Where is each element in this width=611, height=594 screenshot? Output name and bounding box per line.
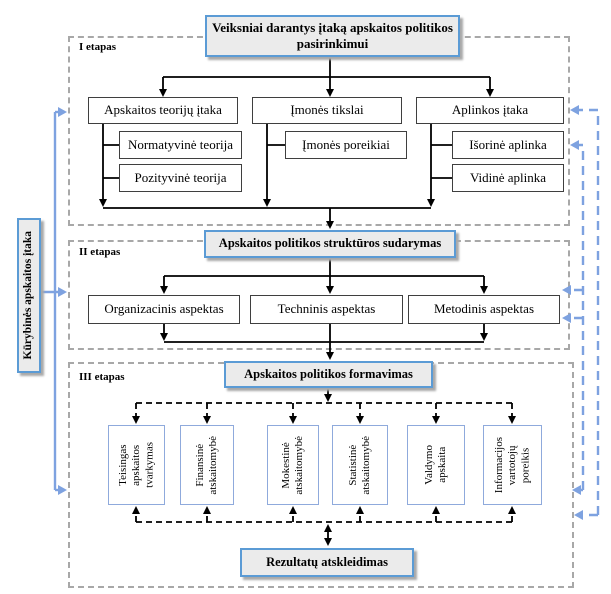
box-label: Apskaitos teorijų įtaka — [104, 102, 222, 118]
result-box-label: Rezultatų atskleidimas — [266, 554, 388, 569]
box-vidine-aplinka: Vidinė aplinka — [452, 164, 564, 192]
side-box: Kūrybinės apskaitos įtaka — [17, 218, 41, 373]
box-normatyvine-teorija: Normatyvinė teorija — [119, 131, 242, 159]
side-box-label: Kūrybinės apskaitos įtaka — [22, 231, 35, 360]
box-statistine-atskaitomybe: Statistinė atskaitomybė — [332, 425, 388, 505]
box-label: Normatyvinė teorija — [127, 136, 234, 152]
box-pozityvine-teorija: Pozityvinė teorija — [119, 164, 242, 192]
box-label: Valdymo apskaita — [422, 445, 448, 485]
stage3-header-box: Apskaitos politikos formavimas — [224, 361, 433, 388]
box-isorine-aplinka: Išorinė aplinka — [452, 131, 564, 159]
title-box: Veiksniai darantys įtaką apskaitos polit… — [205, 15, 460, 57]
box-label: Aplinkos įtaka — [451, 102, 529, 118]
black-flow-lines — [102, 57, 491, 540]
box-label: Įmonės tikslai — [290, 102, 364, 118]
black-arrowheads — [99, 89, 516, 546]
black-dashed-lines — [135, 402, 513, 523]
box-label: Metodinis aspektas — [433, 301, 534, 317]
box-finansine-atskaitomybe: Finansinė atskaitomybė — [180, 425, 234, 505]
box-label: Teisingas apskaitos tvarkymas — [116, 442, 156, 488]
box-label: Išorinė aplinka — [469, 136, 547, 152]
box-aplinkos-itaka: Aplinkos įtaka — [416, 97, 564, 124]
stage2-header-box: Apskaitos politikos struktūros sudarymas — [204, 230, 456, 258]
box-techninis-aspektas: Techninis aspektas — [250, 295, 403, 324]
box-label: Statistinė atskaitomybė — [346, 435, 372, 495]
box-imones-tikslai: Įmonės tikslai — [252, 97, 402, 124]
box-label: Techninis aspektas — [277, 301, 376, 317]
box-metodinis-aspektas: Metodinis aspektas — [408, 295, 560, 324]
stage3-label: III etapas — [79, 371, 125, 383]
feedback-right-lines — [571, 108, 600, 517]
box-label: Pozityvinė teorija — [134, 169, 227, 185]
box-label: Įmonės poreikiai — [302, 136, 390, 152]
feedback-left-lines — [40, 110, 58, 492]
title-box-label: Veiksniai darantys įtaką apskaitos polit… — [212, 19, 453, 51]
stage3-header-label: Apskaitos politikos formavimas — [244, 366, 413, 381]
box-organizacinis-aspektas: Organizacinis aspektas — [88, 295, 240, 324]
box-valdymo-apskaita: Valdymo apskaita — [407, 425, 465, 505]
box-imones-poreikiai: Įmonės poreikiai — [285, 131, 407, 159]
box-informacijos-vartotoju-poreikis: Informacijos vartotojų poreikis — [483, 425, 542, 505]
box-teisingas-apskaitos-tvarkymas: Teisingas apskaitos tvarkymas — [108, 425, 165, 505]
result-box: Rezultatų atskleidimas — [240, 548, 414, 577]
box-label: Organizacinis aspektas — [104, 301, 224, 317]
box-label: Vidinė aplinka — [469, 169, 547, 185]
box-label: Informacijos vartotojų poreikis — [492, 436, 532, 494]
stage2-label: II etapas — [79, 246, 121, 258]
box-mokestine-atskaitomybe: Mokestinė atskaitomybė — [267, 425, 319, 505]
box-apskaitos-teoriju-itaka: Apskaitos teorijų įtaka — [88, 97, 238, 124]
box-label: Finansinė atskaitomybė — [193, 435, 219, 495]
stage1-label: I etapas — [79, 41, 116, 53]
box-label: Mokestinė atskaitomybė — [279, 435, 305, 495]
blue-arrowheads — [58, 105, 583, 520]
stage2-header-label: Apskaitos politikos struktūros sudarymas — [218, 236, 442, 251]
